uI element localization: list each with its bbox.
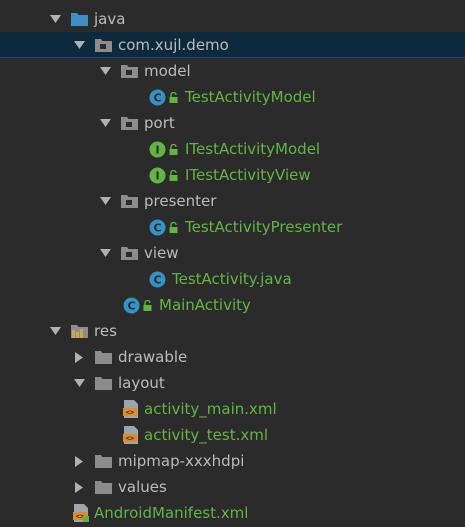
tree-node-label: port bbox=[144, 114, 175, 132]
tree-node-package-view[interactable]: view bbox=[0, 240, 465, 266]
lock-icon bbox=[167, 142, 179, 156]
tree-node-label: drawable bbox=[118, 348, 188, 366]
tree-node-label: MainActivity bbox=[159, 296, 251, 314]
tree-node-label: com.xujl.demo bbox=[118, 36, 229, 54]
class-icon: C bbox=[122, 296, 140, 314]
tree-node-label: activity_main.xml bbox=[144, 400, 277, 418]
tree-node-label: TestActivityPresenter bbox=[185, 218, 343, 236]
lock-icon bbox=[167, 220, 179, 234]
svg-text:<>: <> bbox=[126, 435, 134, 443]
svg-text:<>: <> bbox=[126, 409, 134, 417]
resource-folder-icon bbox=[70, 322, 88, 340]
tree-node-folder-mipmap[interactable]: mipmap-xxxhdpi bbox=[0, 448, 465, 474]
folder-icon bbox=[94, 374, 112, 392]
lock-icon bbox=[167, 90, 179, 104]
tree-node-label: model bbox=[144, 62, 191, 80]
package-icon bbox=[120, 192, 138, 210]
tree-node-folder-drawable[interactable]: drawable bbox=[0, 344, 465, 370]
class-icon: C bbox=[148, 270, 166, 288]
tree-node-label: ITestActivityModel bbox=[185, 140, 321, 158]
tree-node-label: layout bbox=[118, 374, 165, 392]
tree-node-file-activity-main-xml[interactable]: <> activity_main.xml bbox=[0, 396, 465, 422]
tree-node-class-test-activity-model[interactable]: C TestActivityModel bbox=[0, 84, 465, 110]
tree-node-folder-values[interactable]: values bbox=[0, 474, 465, 500]
expanded-arrow-icon[interactable] bbox=[98, 194, 112, 208]
class-letter: C bbox=[153, 91, 161, 104]
lock-icon bbox=[141, 298, 153, 312]
tree-node-label: AndroidManifest.xml bbox=[94, 504, 249, 522]
class-letter: C bbox=[153, 273, 161, 286]
expanded-arrow-icon[interactable] bbox=[98, 116, 112, 130]
tree-node-label: res bbox=[94, 322, 117, 340]
tree-node-class-test-activity-presenter[interactable]: C TestActivityPresenter bbox=[0, 214, 465, 240]
interface-icon: I bbox=[148, 140, 166, 158]
tree-node-interface-itest-activity-model[interactable]: I ITestActivityModel bbox=[0, 136, 465, 162]
expanded-arrow-icon[interactable] bbox=[48, 324, 62, 338]
xml-file-icon: <> bbox=[122, 426, 140, 444]
collapsed-arrow-icon[interactable] bbox=[72, 480, 86, 494]
class-letter: C bbox=[153, 221, 161, 234]
tree-node-res[interactable]: res bbox=[0, 318, 465, 344]
interface-icon: I bbox=[148, 166, 166, 184]
class-letter: C bbox=[127, 299, 135, 312]
tree-node-label: view bbox=[144, 244, 179, 262]
package-icon bbox=[94, 36, 112, 54]
class-letter: I bbox=[155, 169, 159, 182]
tree-node-file-android-manifest[interactable]: <> AndroidManifest.xml bbox=[0, 500, 465, 526]
folder-icon bbox=[94, 452, 112, 470]
package-icon bbox=[120, 62, 138, 80]
source-folder-icon bbox=[70, 10, 88, 28]
tree-node-label: mipmap-xxxhdpi bbox=[118, 452, 245, 470]
tree-node-folder-layout[interactable]: layout bbox=[0, 370, 465, 396]
tree-node-file-activity-test-xml[interactable]: <> activity_test.xml bbox=[0, 422, 465, 448]
folder-icon bbox=[94, 348, 112, 366]
expanded-arrow-icon[interactable] bbox=[98, 246, 112, 260]
class-letter: I bbox=[155, 143, 159, 156]
tree-node-package-port[interactable]: port bbox=[0, 110, 465, 136]
lock-icon bbox=[167, 168, 179, 182]
class-icon: C bbox=[148, 88, 166, 106]
expanded-arrow-icon[interactable] bbox=[48, 12, 62, 26]
svg-text:<>: <> bbox=[76, 513, 84, 521]
expanded-arrow-icon[interactable] bbox=[98, 64, 112, 78]
tree-node-class-test-activity[interactable]: C TestActivity.java bbox=[0, 266, 465, 292]
expanded-arrow-icon[interactable] bbox=[72, 38, 86, 52]
tree-node-label: java bbox=[94, 10, 126, 28]
tree-node-interface-itest-activity-view[interactable]: I ITestActivityView bbox=[0, 162, 465, 188]
folder-icon bbox=[94, 478, 112, 496]
package-icon bbox=[120, 244, 138, 262]
xml-file-icon: <> bbox=[122, 400, 140, 418]
expanded-arrow-icon[interactable] bbox=[72, 376, 86, 390]
tree-node-class-main-activity[interactable]: C MainActivity bbox=[0, 292, 465, 318]
manifest-file-icon: <> bbox=[72, 504, 90, 522]
package-icon bbox=[120, 114, 138, 132]
tree-node-label: presenter bbox=[144, 192, 217, 210]
class-icon: C bbox=[148, 218, 166, 236]
tree-node-package-presenter[interactable]: presenter bbox=[0, 188, 465, 214]
collapsed-arrow-icon[interactable] bbox=[72, 454, 86, 468]
tree-node-label: activity_test.xml bbox=[144, 426, 269, 444]
tree-node-package-model[interactable]: model bbox=[0, 58, 465, 84]
tree-node-package-com-xujl-demo[interactable]: com.xujl.demo bbox=[0, 32, 465, 58]
collapsed-arrow-icon[interactable] bbox=[72, 350, 86, 364]
tree-node-label: TestActivityModel bbox=[185, 88, 316, 106]
tree-node-java[interactable]: java bbox=[0, 6, 465, 32]
tree-node-label: ITestActivityView bbox=[185, 166, 311, 184]
tree-node-label: TestActivity.java bbox=[172, 270, 292, 288]
tree-node-label: values bbox=[118, 478, 167, 496]
